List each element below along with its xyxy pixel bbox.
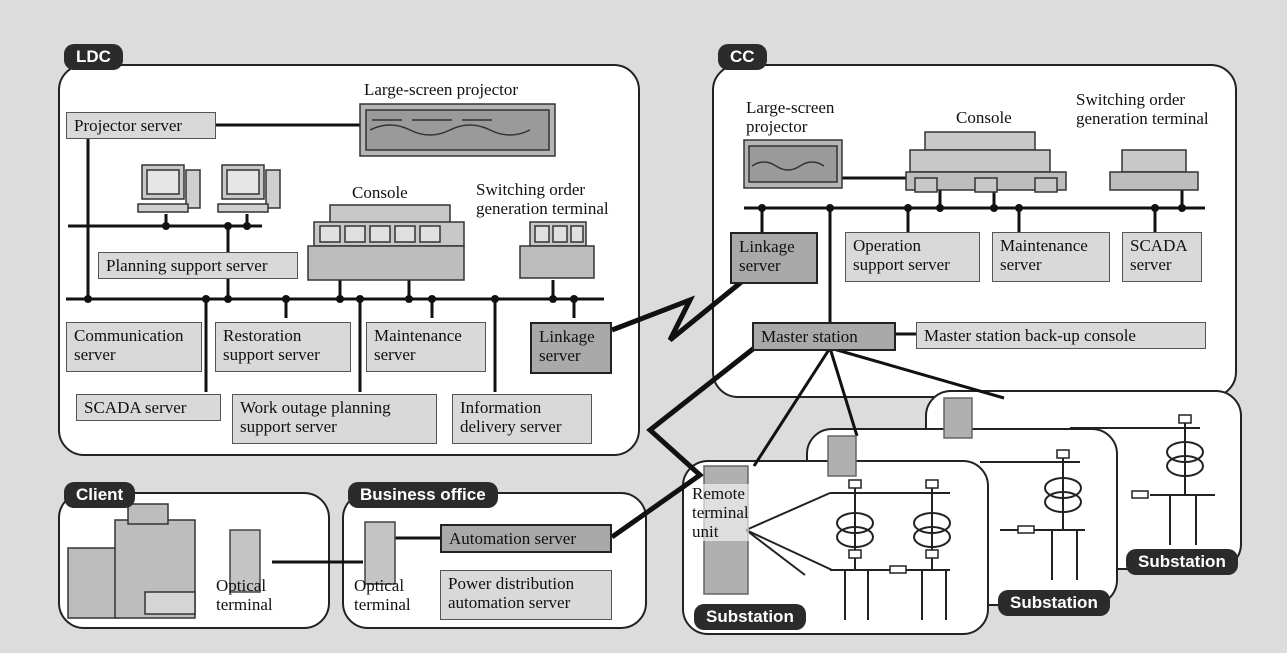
business-optical-terminal-label: Optical terminal: [354, 576, 411, 614]
cc-projector-label: Large-screen projector: [746, 98, 835, 136]
ldc-switching-terminal-label: Switching order generation terminal: [476, 180, 609, 218]
automation-server: Automation server: [440, 524, 612, 553]
remote-terminal-unit-label: Remote terminal unit: [692, 484, 749, 541]
ldc-information-delivery-server: Information delivery server: [452, 394, 592, 444]
substation-tag-3: Substation: [1126, 549, 1238, 575]
cc-master-station-backup-console: Master station back-up console: [916, 322, 1206, 349]
business-office-tag: Business office: [348, 482, 498, 508]
cc-maintenance-server: Maintenance server: [992, 232, 1110, 282]
cc-master-station: Master station: [752, 322, 896, 351]
ldc-projector-label: Large-screen projector: [364, 80, 519, 99]
ldc-console-label: Console: [352, 183, 408, 202]
ldc-maintenance-server: Maintenance server: [366, 322, 486, 372]
ldc-scada-server: SCADA server: [76, 394, 221, 421]
ldc-projector-server: Projector server: [66, 112, 216, 139]
cc-scada-server: SCADA server: [1122, 232, 1202, 282]
substation-tag-1: Substation: [694, 604, 806, 630]
ldc-restoration-support-server: Restoration support server: [215, 322, 351, 372]
cc-tag: CC: [718, 44, 767, 70]
client-optical-terminal-label: Optical terminal: [216, 576, 273, 614]
cc-switching-terminal-label: Switching order generation terminal: [1076, 90, 1209, 128]
power-distribution-automation-server: Power distribution automation server: [440, 570, 612, 620]
client-tag: Client: [64, 482, 136, 508]
ldc-communication-server: Communication server: [66, 322, 202, 372]
ldc-linkage-server: Linkage server: [530, 322, 612, 374]
cc-linkage-server: Linkage server: [730, 232, 818, 284]
ldc-tag: LDC: [64, 44, 123, 70]
ldc-planning-support-server: Planning support server: [98, 252, 298, 279]
substation-tag-2: Substation: [998, 590, 1110, 616]
cc-console-label: Console: [956, 108, 1012, 127]
ldc-work-outage-planning-server: Work outage planning support server: [232, 394, 437, 444]
cc-operation-support-server: Operation support server: [845, 232, 980, 282]
